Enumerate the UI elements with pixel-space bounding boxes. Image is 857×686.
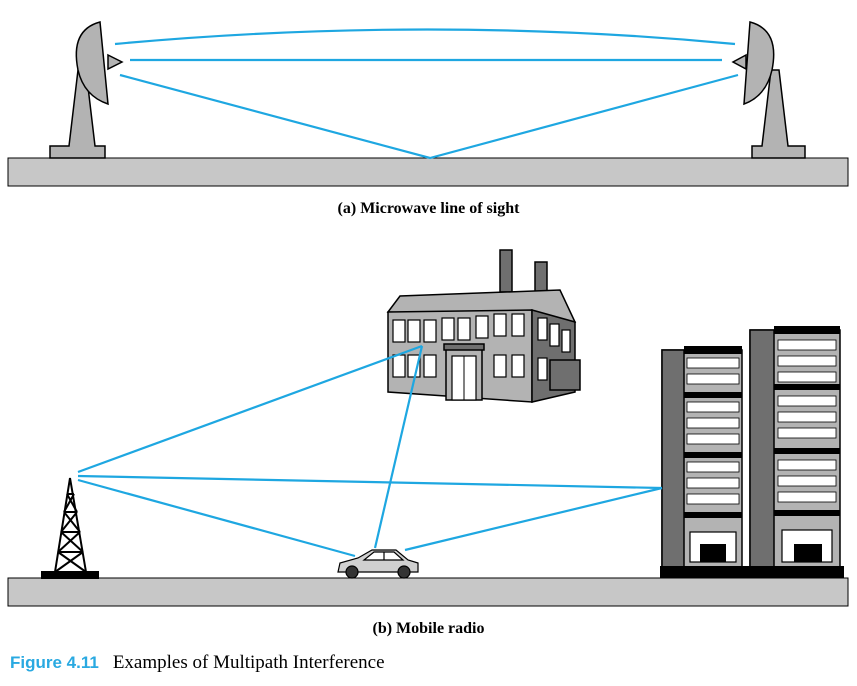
panel-b-mobile: [7, 249, 849, 607]
car: [337, 549, 419, 579]
ground-a: [7, 157, 849, 187]
office-buildings: [660, 326, 844, 578]
panel-a-microwave: [7, 21, 849, 187]
signal-factory-to-car: [373, 345, 424, 549]
panel-b-caption: (b) Mobile radio: [372, 620, 485, 637]
signal-tower-to-factory: [77, 344, 423, 474]
ground-b: [7, 577, 849, 607]
signal-path-ground-reflection: [119, 73, 739, 160]
lattice-tower: [41, 477, 99, 579]
signal-tower-to-car: [77, 478, 356, 558]
figure-title: Examples of Multipath Interference: [112, 652, 385, 673]
panel-a-caption: (a) Microwave line of sight: [337, 200, 520, 217]
left-microwave-antenna: [49, 21, 124, 159]
signal-tower-to-buildings: [77, 474, 663, 490]
signal-path-upper: [114, 28, 736, 46]
right-microwave-antenna: [731, 21, 806, 159]
figure-number: Figure 4.11: [10, 653, 99, 672]
signal-buildings-to-car: [404, 486, 663, 552]
factory-building: [386, 249, 581, 403]
figure-caption: Figure 4.11 Examples of Multipath Interfe…: [10, 652, 385, 674]
